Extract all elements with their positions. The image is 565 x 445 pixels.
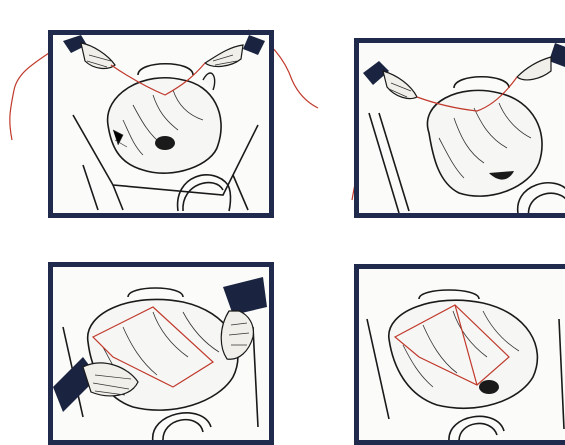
turkey [427,90,542,196]
right-hand [205,35,265,66]
turkey [108,73,222,173]
step-3-drawing [53,267,269,440]
step-1-drawing [53,35,269,213]
turkey [389,300,538,408]
step-2-panel [354,38,565,218]
step-2-drawing [359,43,565,213]
step-3-panel [48,262,274,445]
left-hand [63,35,115,68]
step-1-panel [48,30,274,218]
step-4-drawing [359,269,565,440]
right-hand [221,277,267,359]
left-hand [363,61,417,99]
step-4-panel [354,264,565,445]
right-hand [517,43,565,80]
